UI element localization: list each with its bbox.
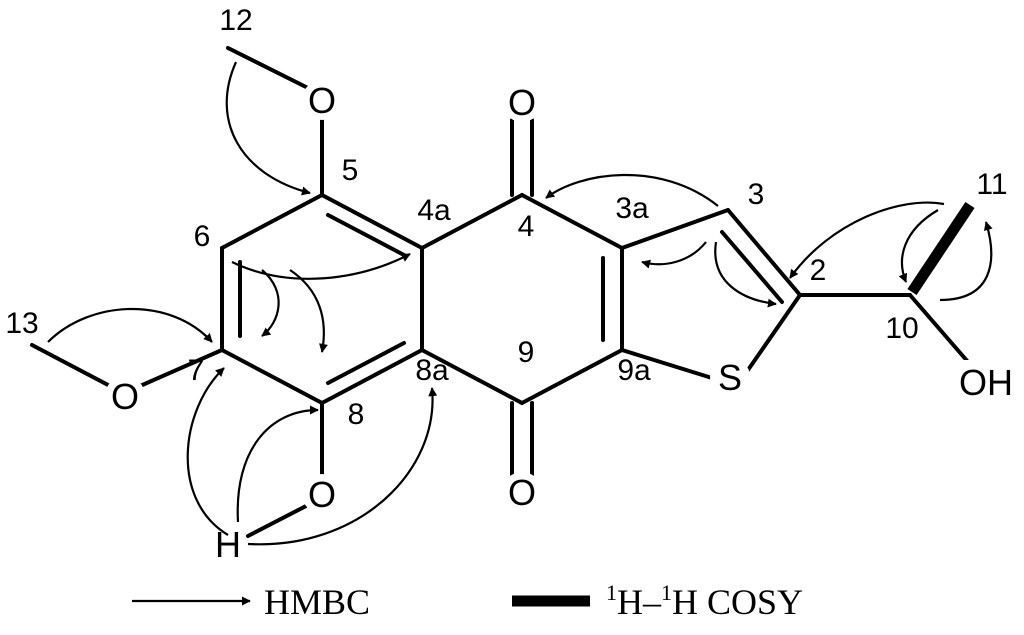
bond-skeleton: [30, 46, 977, 538]
bond-c4-c3a: [520, 193, 624, 250]
bond-c3-c2: [726, 208, 802, 297]
label-c5: 5: [342, 154, 359, 187]
legend-cosy-h1: H–: [617, 582, 662, 622]
hmbc-arrow-h-c8a: [247, 387, 438, 546]
atom-mask-o-q9: [502, 472, 542, 512]
atom-o-oh8: O: [308, 474, 336, 515]
hmbc-arrow-h-c8: [236, 405, 319, 523]
bond-c5-c4a: [320, 193, 424, 250]
bond-c6-c5: [220, 193, 324, 250]
bond-c5-c4a-inner: [326, 213, 406, 257]
atom-symbols: O O O O O S H OH: [105, 80, 1022, 565]
label-c13: 13: [5, 307, 38, 340]
label-c11: 11: [976, 168, 1007, 201]
position-labels: 12 5 4a 4 3a 3 2 11 10 6 13 7 8 8a 9 9a: [5, 4, 1007, 431]
atom-s: S: [718, 357, 742, 398]
atom-mask-o12: [302, 80, 342, 120]
hmbc-arrow-h13-c7: [47, 307, 213, 343]
atom-mask-oh10: [950, 360, 1022, 400]
bond-c7-o13: [138, 348, 224, 388]
hmbc-arrow-h3-c9a: [714, 241, 777, 308]
atom-mask-o13: [105, 376, 145, 416]
bond-o12-me: [226, 46, 310, 90]
hmbc-arrow-h11-c2: [789, 201, 945, 279]
cosy-bond-c10-c11: [907, 201, 975, 296]
bond-c3a-c3: [620, 208, 730, 250]
bond-c10-oh: [908, 293, 977, 372]
label-c2: 2: [810, 254, 827, 287]
bond-c8-c7: [220, 348, 324, 405]
hmbc-arrow-h3-c4: [545, 173, 719, 207]
hmbc-arrows: [47, 61, 993, 546]
bond-o13-me: [30, 343, 112, 388]
bond-c8a-c8: [320, 348, 424, 405]
bond-c8a-c8-inner: [326, 341, 406, 385]
hmbc-arrow-h-c7: [186, 367, 229, 536]
label-c3: 3: [748, 178, 765, 211]
atom-mask-o-oh8: [302, 474, 342, 514]
bond-c4a-c4: [420, 193, 524, 250]
label-c3a: 3a: [615, 192, 649, 225]
bond-s-c9a: [620, 348, 714, 380]
atom-h: H: [215, 524, 241, 565]
legend-cosy-sup2: 1: [661, 580, 672, 605]
legend-cosy-label: 1H–1H COSY: [606, 580, 803, 622]
hmbc-arrow-h6-c4a: [231, 253, 411, 280]
atom-o-q4: O: [508, 82, 536, 123]
atom-mask-o-q4: [502, 82, 542, 122]
bond-c3-c2-inner: [720, 230, 784, 304]
legend: HMBC 1H–1H COSY: [132, 580, 803, 622]
atom-o13: O: [111, 376, 139, 417]
bond-o-h: [246, 504, 308, 538]
bond-c9-c8a: [420, 348, 524, 405]
label-c12: 12: [219, 4, 252, 37]
hmbc-arrow-h6-c7: [261, 269, 280, 337]
atom-oh10: OH: [959, 362, 1013, 403]
label-c4a: 4a: [417, 194, 451, 227]
hmbc-arrow-h12-c5: [225, 61, 311, 196]
hmbc-arrow-h10-c11: [939, 221, 993, 302]
label-c7: 7: [188, 354, 205, 387]
legend-hmbc-label: HMBC: [264, 582, 370, 622]
atom-o12: O: [308, 80, 336, 121]
label-c8a: 8a: [415, 354, 449, 387]
label-c8: 8: [348, 398, 365, 431]
hmbc-arrow-h6-c8: [289, 269, 328, 353]
atom-o-q9: O: [508, 472, 536, 513]
label-c9a: 9a: [617, 354, 651, 387]
label-c4: 4: [518, 210, 535, 243]
legend-cosy-sup1: 1: [606, 580, 617, 605]
label-c6: 6: [194, 220, 211, 253]
hmbc-arrow-h11-c10: [898, 209, 939, 283]
bond-c9a-c9: [520, 348, 624, 405]
legend-cosy-h2: H COSY: [672, 582, 803, 622]
hmbc-arrow-h3-c3a: [641, 241, 707, 269]
label-c9: 9: [518, 336, 535, 369]
label-c10: 10: [885, 312, 918, 345]
atom-mask-s: [710, 357, 750, 397]
bond-c2-s: [746, 293, 802, 372]
